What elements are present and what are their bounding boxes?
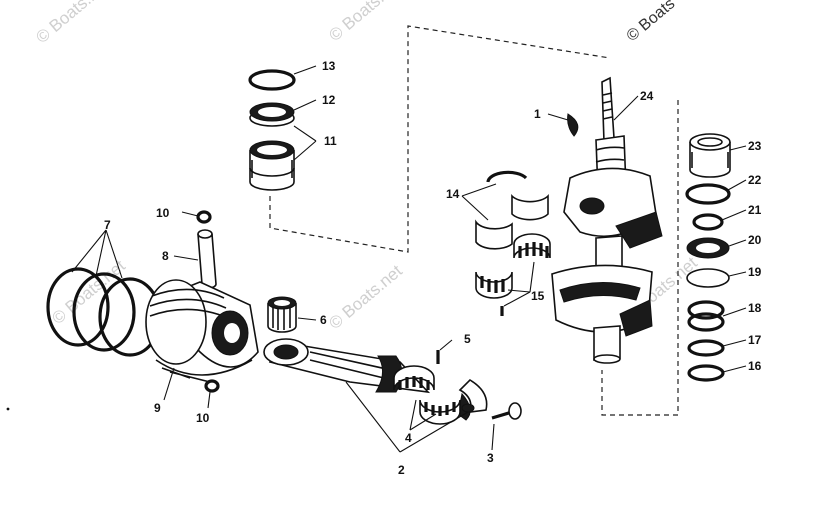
main-bearing-23 <box>689 133 731 178</box>
rod-bolt-3 <box>491 402 522 420</box>
label-12: 12 <box>322 93 336 107</box>
wrist-pin-8 <box>197 229 217 289</box>
ring-17 <box>687 339 725 357</box>
watermark-4: © Boats.net <box>325 261 406 333</box>
label-6: 6 <box>320 313 327 327</box>
ring-22 <box>685 183 731 205</box>
seal-ring-13 <box>248 69 296 91</box>
seal-20 <box>686 237 730 259</box>
label-23: 23 <box>748 139 762 153</box>
washer-19 <box>686 268 730 288</box>
label-17: 17 <box>748 333 762 347</box>
label-4: 4 <box>405 431 412 445</box>
stray-dot <box>6 407 10 411</box>
label-3: 3 <box>487 451 494 465</box>
bearing-seal-12 <box>249 102 295 127</box>
label-19: 19 <box>748 265 762 279</box>
label-18: 18 <box>748 301 762 315</box>
crankshaft-24 <box>551 76 663 364</box>
needle-bearing-6 <box>267 296 297 333</box>
assembly-lines <box>269 25 679 416</box>
label-15: 15 <box>531 289 545 303</box>
bearing-cages-4 <box>393 365 461 425</box>
label-14: 14 <box>446 187 460 201</box>
label-9: 9 <box>154 401 161 415</box>
label-8: 8 <box>162 249 169 263</box>
upper-bearings-14 <box>475 170 549 250</box>
piston-9 <box>145 279 259 383</box>
part-labels: 1 2 3 4 5 6 7 8 9 10 10 11 12 13 14 15 1… <box>104 59 762 477</box>
lower-bearings-15 <box>475 233 551 316</box>
washer-16 <box>687 364 725 382</box>
watermark-3: © Boats.net <box>48 256 129 328</box>
retaining-ring-10-upper <box>196 210 212 224</box>
label-16: 16 <box>748 359 762 373</box>
watermark-1: © Boats.net <box>32 0 113 47</box>
ring-21 <box>692 213 724 231</box>
label-20: 20 <box>748 233 762 247</box>
label-24: 24 <box>640 89 654 103</box>
label-1: 1 <box>534 107 541 121</box>
watermark-corner: © Boats <box>624 0 679 45</box>
woodruff-key-1 <box>567 113 579 137</box>
watermark-2: © Boats.net <box>325 0 406 45</box>
label-5: 5 <box>464 332 471 346</box>
label-7: 7 <box>104 218 111 232</box>
label-11: 11 <box>324 134 337 148</box>
connecting-rod-2 <box>263 338 488 421</box>
label-21: 21 <box>748 203 762 217</box>
retaining-ring-10-lower <box>204 379 220 393</box>
label-13: 13 <box>322 59 336 73</box>
leader-lines <box>71 65 747 453</box>
bearing-sleeve-11 <box>249 140 295 191</box>
label-10-lower: 10 <box>196 411 210 425</box>
label-2: 2 <box>398 463 405 477</box>
label-10-upper: 10 <box>156 206 170 220</box>
rings-18 <box>687 300 725 332</box>
label-22: 22 <box>748 173 762 187</box>
